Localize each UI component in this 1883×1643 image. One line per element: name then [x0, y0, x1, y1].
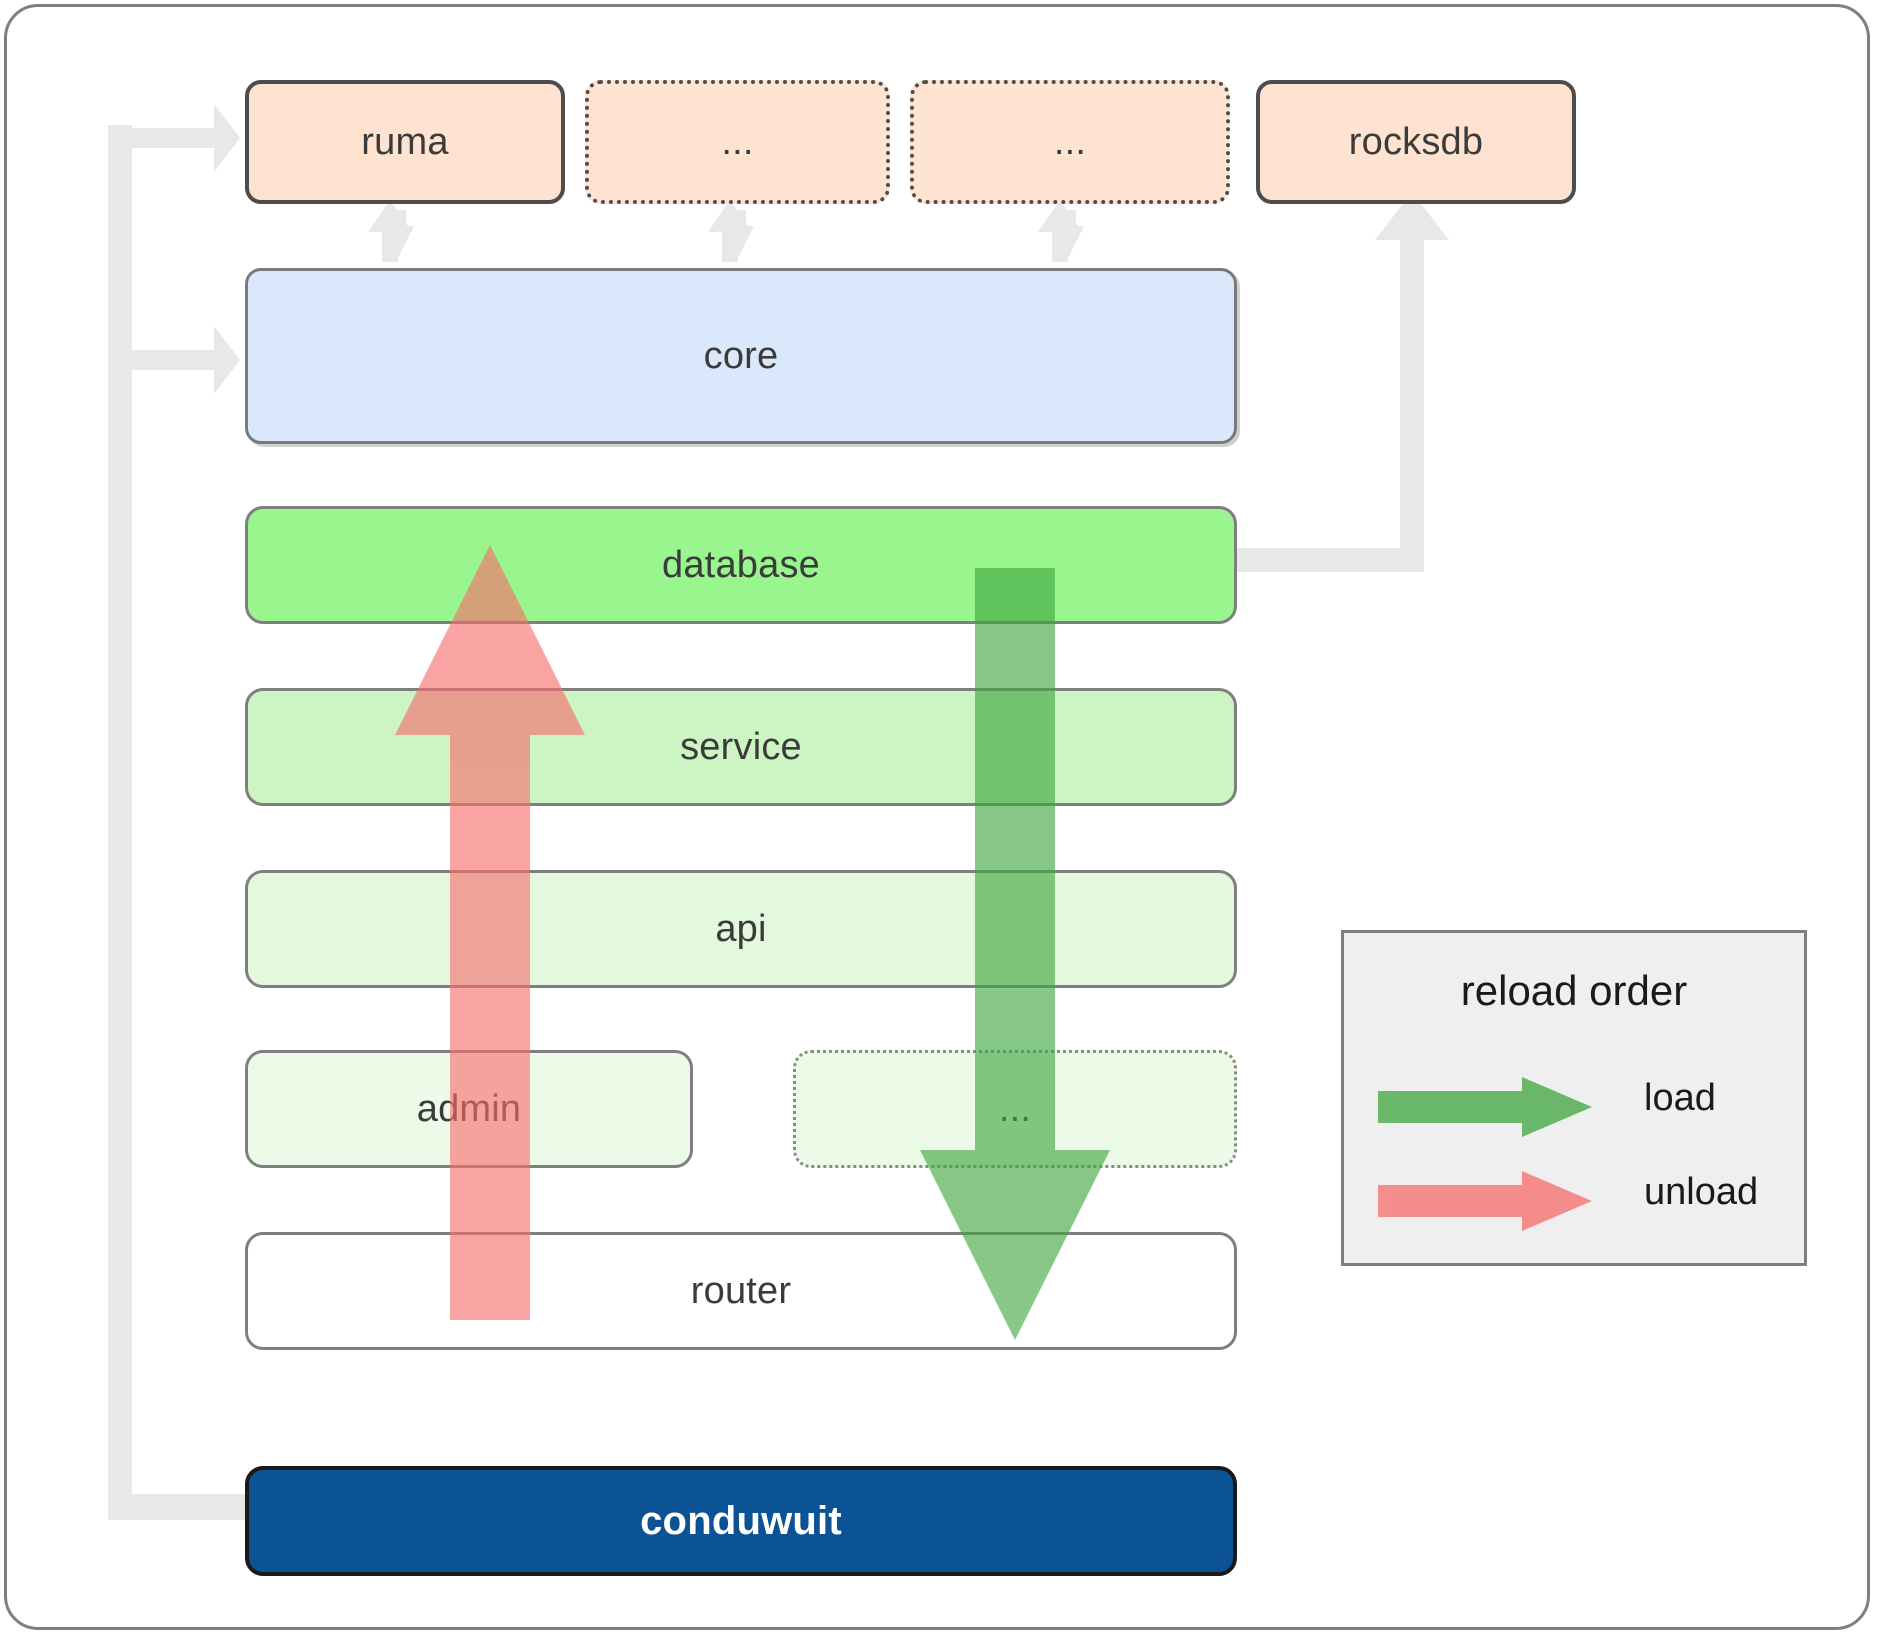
- node-dependency-placeholder-2-label: ...: [1053, 120, 1087, 163]
- node-database[interactable]: database: [245, 506, 1237, 624]
- node-router-label: router: [690, 1269, 792, 1312]
- node-api[interactable]: api: [245, 870, 1237, 988]
- node-conduwuit[interactable]: conduwuit: [245, 1466, 1237, 1576]
- legend-title: reload order: [1460, 967, 1688, 1014]
- load-arrow-icon: [1378, 1077, 1592, 1137]
- node-core-label: core: [703, 334, 779, 377]
- node-rocksdb-label: rocksdb: [1348, 120, 1484, 163]
- node-admin[interactable]: admin: [245, 1050, 693, 1168]
- legend-load-label: load: [1644, 1077, 1716, 1119]
- node-conduwuit-label: conduwuit: [640, 1498, 842, 1543]
- node-database-label: database: [662, 543, 820, 586]
- node-service[interactable]: service: [245, 688, 1237, 806]
- node-layer-placeholder-label: ...: [998, 1087, 1032, 1130]
- node-layer-placeholder[interactable]: ...: [793, 1050, 1237, 1168]
- node-service-label: service: [680, 725, 802, 768]
- legend-unload-label: unload: [1644, 1171, 1759, 1213]
- diagram-frame: [4, 4, 1870, 1630]
- legend-row-unload: unload: [1344, 1161, 1804, 1241]
- node-dependency-placeholder-2[interactable]: ...: [910, 80, 1230, 204]
- node-router[interactable]: router: [245, 1232, 1237, 1350]
- node-admin-label: admin: [416, 1087, 522, 1130]
- unload-arrow-icon: [1378, 1171, 1592, 1231]
- legend-reload-order: reload order load unload: [1341, 930, 1807, 1266]
- node-dependency-placeholder-1[interactable]: ...: [585, 80, 890, 204]
- node-core[interactable]: core: [245, 268, 1237, 444]
- node-ruma[interactable]: ruma: [245, 80, 565, 204]
- node-rocksdb[interactable]: rocksdb: [1256, 80, 1576, 204]
- node-api-label: api: [715, 907, 767, 950]
- node-ruma-label: ruma: [361, 120, 449, 163]
- legend-row-load: load: [1344, 1067, 1804, 1147]
- node-dependency-placeholder-1-label: ...: [721, 120, 754, 163]
